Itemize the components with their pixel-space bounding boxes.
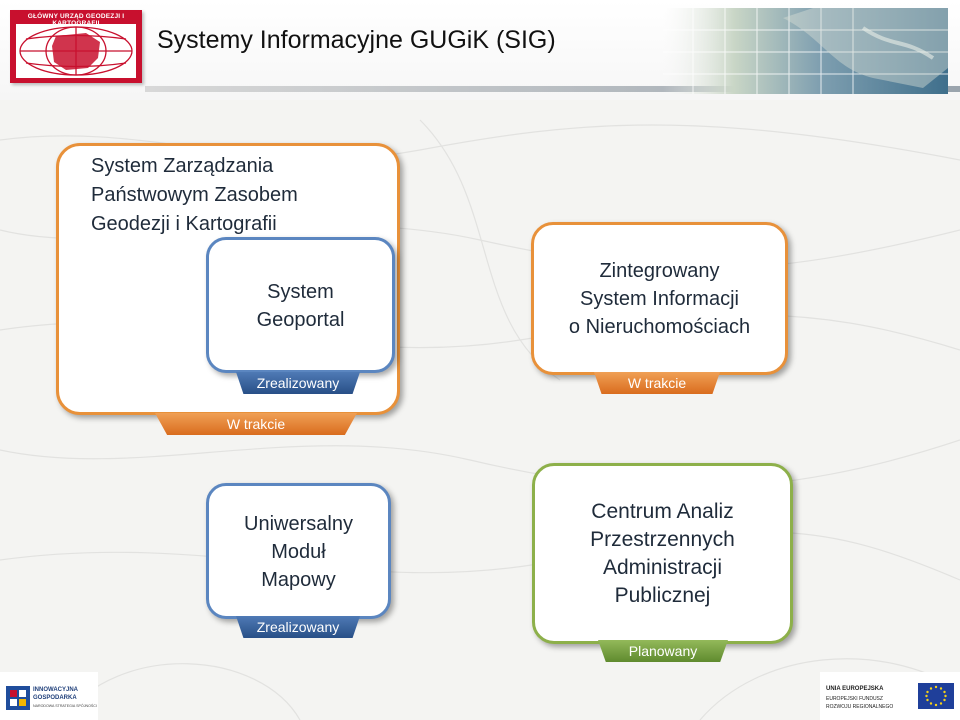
umm-box: Uniwersalny Moduł Mapowy [206, 483, 391, 619]
capap-box: Centrum Analiz Przestrzennych Administra… [532, 463, 793, 644]
zsin-status-badge: W trakcie [594, 372, 720, 394]
footer-right-line-1: UNIA EUROPEJSKA [826, 686, 884, 692]
footer-left-line-2: GOSPODARKA [33, 695, 77, 701]
umm-line-1: Uniwersalny [244, 513, 353, 535]
capap-text: Centrum Analiz Przestrzennych Administra… [535, 498, 790, 610]
szpzgik-line-1: System Zarządzania [91, 155, 274, 177]
umm-status-badge: Zrealizowany [236, 616, 360, 638]
szpzgik-title: System Zarządzania Państwowym Zasobem Ge… [91, 152, 298, 239]
footer-left-line-3: NARODOWA STRATEGIA SPÓJNOŚCI [33, 704, 97, 708]
geoportal-line-2: Geoportal [256, 309, 345, 331]
footer-right-line-3: ROZWOJU REGIONALNEGO [826, 704, 894, 710]
page-title: Systemy Informacyjne GUGiK (SIG) [157, 26, 556, 54]
zsin-box: Zintegrowany System Informacji o Nieruch… [531, 222, 788, 375]
umm-line-3: Mapowy [261, 569, 336, 591]
szpzgik-status-badge: W trakcie [155, 413, 357, 435]
szpzgik-line-3: Geodezji i Kartografii [91, 213, 277, 235]
geoportal-box: System Geoportal [206, 237, 395, 373]
eu-flag-icon [918, 683, 954, 709]
capap-line-2: Przestrzennych [590, 528, 735, 551]
zsin-line-3: o Nieruchomościach [568, 316, 751, 338]
zsin-text: Zintegrowany System Informacji o Nieruch… [534, 257, 785, 341]
logo-map-emblem [16, 24, 136, 78]
innovative-economy-icon [6, 686, 30, 710]
satellite-imagery-banner [663, 8, 948, 94]
umm-line-2: Moduł [271, 541, 326, 563]
geoportal-text: System Geoportal [209, 278, 392, 334]
footer-right-line-2: EUROPEJSKI FUNDUSZ [826, 696, 883, 702]
geoportal-status-badge: Zrealizowany [236, 372, 360, 394]
footer-left-line-1: INNOWACYJNA [33, 687, 79, 693]
umm-text: Uniwersalny Moduł Mapowy [209, 510, 388, 594]
zsin-line-1: Zintegrowany [599, 260, 720, 282]
gugik-logo: GŁÓWNY URZĄD GEODEZJI I KARTOGRAFII [10, 10, 142, 83]
szpzgik-line-2: Państwowym Zasobem [91, 184, 298, 206]
capap-line-4: Publicznej [614, 584, 711, 607]
header-divider [145, 86, 960, 92]
eu-fund-logo: UNIA EUROPEJSKA EUROPEJSKI FUNDUSZ ROZWO… [820, 672, 960, 720]
logo-text: GŁÓWNY URZĄD GEODEZJI I KARTOGRAFII [27, 13, 125, 27]
zsin-line-2: System Informacji [580, 288, 739, 310]
capap-status-badge: Planowany [598, 640, 728, 662]
geoportal-line-1: System [267, 281, 334, 303]
capap-line-1: Centrum Analiz [591, 500, 734, 523]
innovative-economy-logo: INNOWACYJNA GOSPODARKA NARODOWA STRATEGI… [0, 672, 98, 720]
capap-line-3: Administracji [602, 556, 723, 579]
